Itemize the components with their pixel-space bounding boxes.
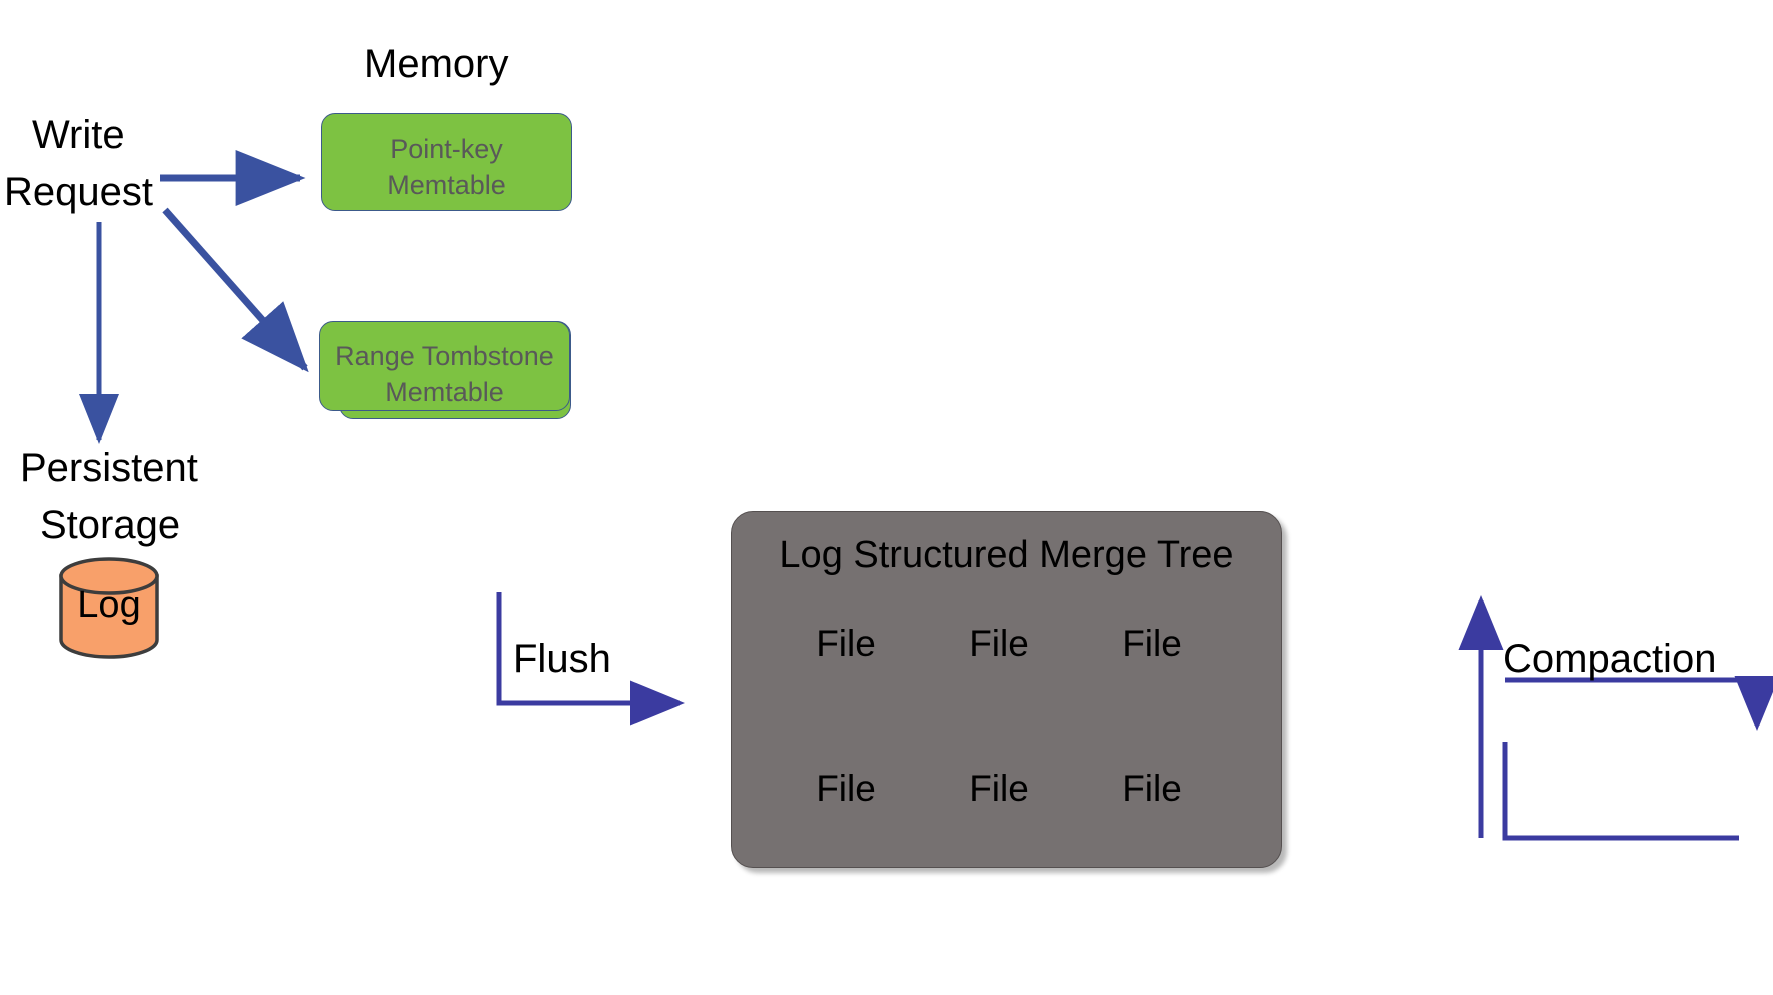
lsm-tree-box[interactable]: Log Structured Merge Tree (731, 511, 1282, 868)
file-cylinder-label: File (969, 623, 1029, 664)
arrow-flush (496, 592, 685, 726)
file-cylinder-label: File (1122, 623, 1182, 664)
log-cylinder-label: Log (77, 584, 141, 626)
range-tombstone-memtable-label: Range Tombstone Memtable (320, 338, 569, 411)
range-tombstone-memtable-line1: Range Tombstone (335, 341, 554, 371)
write-request-label-line2: Request (4, 170, 153, 214)
write-request-label-line1: Write (32, 113, 125, 157)
persistent-storage-label-line1: Persistent (20, 446, 198, 490)
flush-label: Flush (513, 637, 611, 681)
range-tombstone-memtable-box[interactable]: Range Tombstone Memtable (319, 321, 570, 411)
compaction-label: Compaction (1503, 637, 1717, 681)
point-key-memtable-box[interactable]: Point-key Memtable (321, 113, 572, 211)
file-cylinder-label: File (969, 768, 1029, 809)
arrow-compaction-loop (1502, 676, 1773, 841)
point-key-memtable-label: Point-key Memtable (322, 131, 571, 204)
lsm-tree-title: Log Structured Merge Tree (779, 534, 1234, 576)
range-tombstone-memtable-line2: Memtable (385, 377, 504, 408)
file-cylinder-label: File (816, 768, 876, 809)
memory-label: Memory (364, 42, 509, 86)
point-key-memtable-line2: Memtable (387, 170, 506, 201)
arrow-write-to-range-tombstone-memtable (162, 207, 309, 373)
point-key-memtable-line1: Point-key (390, 134, 503, 164)
log-cylinder (59, 557, 159, 659)
file-cylinder-label: File (1122, 768, 1182, 809)
persistent-storage-label-line2: Storage (40, 503, 181, 547)
file-cylinder-label: File (816, 623, 876, 664)
